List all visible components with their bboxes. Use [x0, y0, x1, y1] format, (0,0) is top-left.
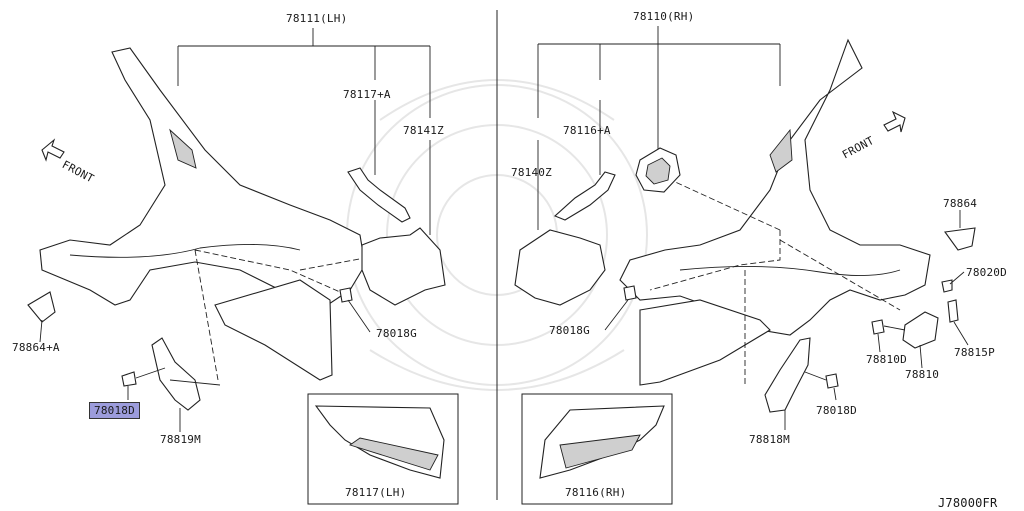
- rh-clip-shape: [623, 285, 637, 301]
- rh-inner-panel-shape: [514, 229, 606, 306]
- rh-extension-label[interactable]: 78116+A: [563, 124, 611, 137]
- rh-extension-shape: [553, 171, 616, 221]
- rh-fuel-lid-leader: [919, 344, 923, 369]
- lh-bolt-highlight-label[interactable]: 78018D: [89, 402, 140, 419]
- lh-bracket-shape: [151, 337, 201, 411]
- rh-panel-crease: [679, 266, 901, 276]
- lh-assembly-to-bracket: [169, 379, 221, 386]
- lh-quarter-panel-shape: [39, 47, 366, 316]
- rh-fuel-lid-shape: [902, 311, 939, 349]
- rh-inset-caption[interactable]: 78116(RH): [565, 486, 627, 499]
- lh-bolt-shape: [121, 371, 137, 387]
- rh-fuel-bolt-leader: [877, 325, 906, 353]
- rh-fuel-bolt-label[interactable]: 78810D: [866, 353, 907, 366]
- rh-fuel-spring-shape: [947, 299, 959, 323]
- lh-bolt-leader: [127, 367, 166, 400]
- rh-fuel-spring-label[interactable]: 78815P: [954, 346, 995, 359]
- lh-clip-label[interactable]: 78018G: [376, 327, 417, 340]
- lh-clip-shape: [339, 287, 353, 303]
- rh-fuel-clip-shape: [941, 279, 953, 293]
- lh-inner-panel-label[interactable]: 78141Z: [403, 124, 444, 137]
- rh-assembly-label[interactable]: 78110(RH): [633, 10, 695, 23]
- rh-inner-panel-label[interactable]: 78140Z: [511, 166, 552, 179]
- lh-extension-label[interactable]: 78117+A: [343, 88, 391, 101]
- rh-front-arrow-icon: [883, 110, 906, 133]
- rh-cover-label[interactable]: 78864: [943, 197, 978, 210]
- rh-filler-ring-inner: [645, 157, 671, 185]
- lh-cover-label[interactable]: 78864+A: [12, 341, 60, 354]
- diagram-code: J78000FR: [938, 496, 998, 510]
- rh-fuel-spring-leader: [953, 321, 969, 346]
- rh-bolt-leader: [804, 371, 837, 401]
- lh-extension-shape: [347, 167, 411, 223]
- rh-fuel-bolt-shape: [871, 319, 885, 335]
- rh-panel-window: [769, 128, 793, 173]
- rh-fuel-lid-label[interactable]: 78810: [905, 368, 940, 381]
- rh-bracket-label[interactable]: 78818M: [749, 433, 790, 446]
- rh-clip-leader: [604, 299, 629, 331]
- lh-inset-caption[interactable]: 78117(LH): [345, 486, 407, 499]
- lh-lower-apron: [214, 279, 333, 381]
- rh-assembly-leader: [537, 26, 781, 150]
- lh-cover-shape: [27, 291, 56, 323]
- rh-bolt-label[interactable]: 78018D: [816, 404, 857, 417]
- lh-guide-lines: [194, 249, 366, 381]
- lh-assembly-leader: [177, 28, 431, 118]
- rh-fuel-clip-leader: [949, 271, 965, 285]
- rh-bracket-shape: [764, 337, 811, 413]
- lh-inner-panel-shape: [361, 227, 446, 306]
- lh-panel-window: [169, 128, 197, 169]
- rh-inset-hatch: [559, 434, 641, 469]
- lh-panel-crease: [69, 243, 301, 258]
- rh-fuel-clip-label[interactable]: 78020D: [966, 266, 1007, 279]
- rh-clip-label[interactable]: 78018G: [549, 324, 590, 337]
- rh-bolt-shape: [825, 373, 839, 389]
- lh-front-arrow-icon: [41, 138, 65, 162]
- lh-inset-hatch: [348, 437, 439, 471]
- lh-clip-leader: [347, 299, 371, 333]
- rh-guide-lines: [649, 174, 901, 385]
- rh-cover-shape: [944, 227, 976, 251]
- lh-bracket-label[interactable]: 78819M: [160, 433, 201, 446]
- lh-assembly-label[interactable]: 78111(LH): [286, 12, 348, 25]
- lh-cover-leader: [39, 319, 43, 343]
